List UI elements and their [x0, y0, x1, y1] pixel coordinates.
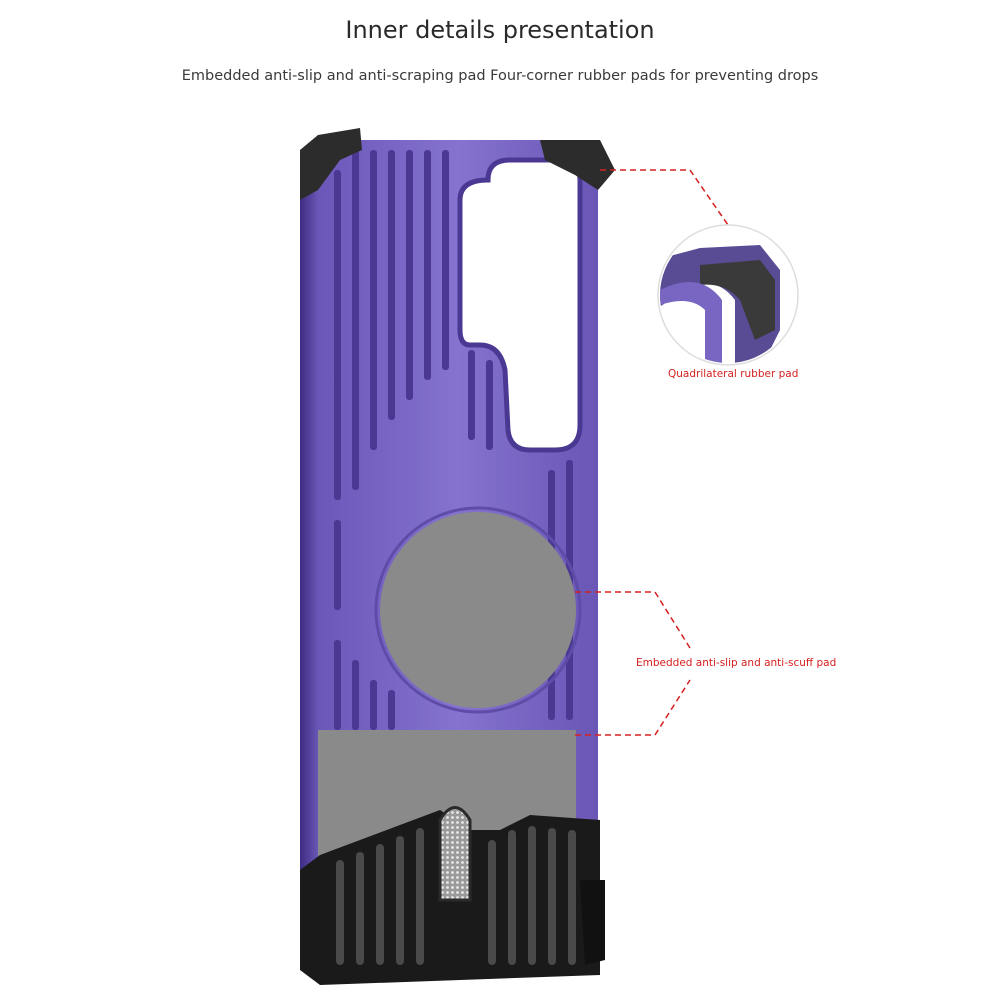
top-left-corner-pad: [300, 128, 362, 200]
speaker-mesh: [438, 806, 472, 902]
case-side-edge: [300, 140, 318, 930]
callout-lines: [575, 169, 729, 736]
magnifier-circle: [657, 224, 799, 366]
bumper-grooves: [336, 826, 576, 965]
case-grooves: [334, 150, 573, 730]
page-subtitle: Embedded anti-slip and anti-scraping pad…: [181, 68, 819, 84]
corner-pad-callout: Quadrilateral rubber pad: [668, 368, 799, 380]
magsafe-ring: [374, 506, 582, 714]
bottom-right-corner-pad: [580, 880, 605, 965]
anti-slip-circle-pad: [380, 512, 576, 708]
back-pad-callout: Embedded anti-slip and anti-scuff pad: [636, 657, 837, 669]
top-right-corner-pad: [540, 140, 615, 190]
page-title: Inner details presentation: [345, 16, 655, 44]
